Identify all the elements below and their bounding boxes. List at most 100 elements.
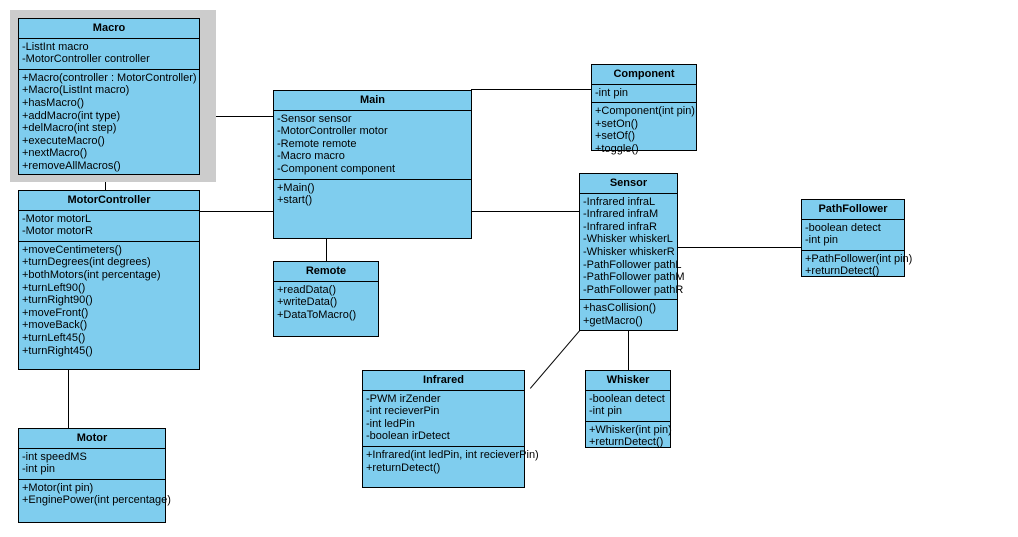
association-motorcontroller-main: [200, 211, 274, 212]
class-methods-pathfollower: +PathFollower(int pin) +returnDetect(): [802, 251, 912, 281]
method-row: +setOf(): [595, 130, 636, 143]
class-title-main: Main: [274, 91, 471, 111]
class-box-pathfollower[interactable]: PathFollower -boolean detect -int pin +P…: [801, 199, 912, 277]
attribute-row: -Macro macro: [277, 150, 345, 163]
attribute-row: -int pin: [589, 405, 623, 418]
attribute-row: -int pin: [805, 234, 839, 247]
method-row: +DataToMacro(): [277, 308, 357, 321]
method-row: +executeMacro(): [22, 134, 105, 147]
attribute-row: -Component component: [277, 162, 396, 175]
class-box-motor[interactable]: Motor -int speedMS -int pin +Motor(int p…: [18, 428, 171, 523]
association-sensor-whisker: [628, 331, 629, 370]
attribute-row: -boolean irDetect: [366, 430, 450, 443]
method-row-static: +Main(): [274, 182, 318, 195]
method-row: +Motor(int pin): [22, 481, 94, 494]
class-title-infrared: Infrared: [363, 371, 524, 391]
class-title-component: Component: [592, 65, 696, 85]
class-box-main[interactable]: Main -Sensor sensor -MotorController mot…: [273, 90, 472, 239]
method-row: +turnRight45(): [22, 344, 93, 357]
association-motorcontroller-motor: [68, 370, 69, 428]
class-box-sensor[interactable]: Sensor -Infrared infraL -Infrared infraM…: [579, 173, 685, 331]
method-row: +turnLeft45(): [22, 331, 86, 344]
class-box-macro[interactable]: Macro -ListInt macro -MotorController co…: [18, 18, 200, 175]
class-methods-remote: +readData() +writeData() +DataToMacro(): [274, 282, 378, 325]
class-title-sensor: Sensor: [580, 174, 677, 194]
method-row: +writeData(): [277, 296, 338, 309]
attribute-row: -Motor motorR: [22, 225, 93, 238]
method-row: +returnDetect(): [589, 436, 664, 449]
attribute-row: -Remote remote: [277, 137, 357, 150]
method-row: +hasMacro(): [22, 96, 85, 109]
attribute-row: -Infrared infraL: [583, 195, 656, 208]
association-sensor-pathfollower: [677, 247, 801, 248]
class-attributes-sensor: -Infrared infraL -Infrared infraM -Infra…: [580, 194, 685, 301]
class-attributes-motor: -int speedMS -int pin: [19, 449, 165, 480]
association-main-remote: [326, 239, 327, 261]
class-box-whisker[interactable]: Whisker -boolean detect -int pin +Whiske…: [585, 370, 672, 449]
class-attributes-component: -int pin: [592, 85, 696, 104]
attribute-row: -int ledPin: [366, 417, 415, 430]
method-row: +returnDetect(): [366, 461, 441, 474]
class-title-motor: Motor: [19, 429, 165, 449]
method-label: +Main(): [277, 181, 315, 194]
attribute-row: -int pin: [595, 86, 629, 99]
class-title-whisker: Whisker: [586, 371, 670, 391]
attribute-row: -int speedMS: [22, 450, 87, 463]
method-row: +delMacro(int step): [22, 122, 117, 135]
method-row: +setOn(): [595, 117, 639, 130]
attribute-row: -int recieverPin: [366, 405, 440, 418]
method-row: +Infrared(int ledPin, int recieverPin): [366, 448, 539, 461]
class-methods-sensor: +hasCollision() +getMacro(): [580, 300, 677, 330]
class-attributes-main: -Sensor sensor -MotorController motor -R…: [274, 111, 471, 180]
association-sensor-infrared: [530, 330, 580, 389]
method-row: +nextMacro(): [22, 147, 88, 160]
attribute-row: -ListInt macro: [22, 40, 89, 53]
class-attributes-pathfollower: -boolean detect -int pin: [802, 220, 904, 251]
class-attributes-macro: -ListInt macro -MotorController controll…: [19, 39, 199, 70]
method-row: +addMacro(int type): [22, 109, 121, 122]
attribute-row: -Motor motorL: [22, 212, 92, 225]
attribute-row: -Whisker whiskerL: [583, 233, 673, 246]
attribute-row: -Infrared infraR: [583, 220, 657, 233]
association-main-sensor: [471, 211, 579, 212]
method-row: +bothMotors(int percentage): [22, 268, 161, 281]
method-row: +Component(int pin): [595, 105, 695, 118]
class-title-pathfollower: PathFollower: [802, 200, 904, 220]
class-title-remote: Remote: [274, 262, 378, 282]
class-attributes-infrared: -PWM irZender -int recieverPin -int ledP…: [363, 391, 524, 447]
class-methods-main: +Main() +start(): [274, 180, 471, 210]
method-row: +moveCentimeters(): [22, 243, 122, 256]
class-title-motorcontroller: MotorController: [19, 191, 199, 211]
method-row: +returnDetect(): [805, 265, 880, 278]
class-box-motorcontroller[interactable]: MotorController -Motor motorL -Motor mot…: [18, 190, 200, 370]
attribute-row: -PathFollower pathL: [583, 258, 682, 271]
attribute-row: -int pin: [22, 463, 56, 476]
method-row: +readData(): [277, 283, 337, 296]
association-main-component: [471, 89, 591, 90]
attribute-row: -boolean detect: [589, 392, 665, 405]
attribute-row: -Sensor sensor: [277, 112, 352, 125]
association-macro-main: [188, 116, 274, 117]
class-methods-motorcontroller: +moveCentimeters() +turnDegrees(int degr…: [19, 242, 199, 360]
method-row: +Whisker(int pin): [589, 423, 672, 436]
class-box-component[interactable]: Component -int pin +Component(int pin) +…: [591, 64, 697, 155]
attribute-row: -MotorController controller: [22, 53, 150, 66]
method-row: +moveFront(): [22, 306, 89, 319]
method-row: +Macro(ListInt macro): [22, 84, 130, 97]
attribute-row: -PWM irZender: [366, 392, 441, 405]
method-row: +hasCollision(): [583, 302, 657, 315]
method-row: +toggle(): [595, 142, 639, 155]
attribute-row: -boolean detect: [805, 221, 881, 234]
method-row: +turnDegrees(int degrees): [22, 256, 151, 269]
method-row: +moveBack(): [22, 319, 88, 332]
class-box-infrared[interactable]: Infrared -PWM irZender -int recieverPin …: [362, 370, 539, 488]
class-methods-motor: +Motor(int pin) +EnginePower(int percent…: [19, 480, 171, 510]
method-row: +getMacro(): [583, 314, 643, 327]
class-title-macro: Macro: [19, 19, 199, 39]
class-attributes-whisker: -boolean detect -int pin: [586, 391, 670, 422]
attribute-row: -PathFollower pathR: [583, 283, 684, 296]
class-box-remote[interactable]: Remote +readData() +writeData() +DataToM…: [273, 261, 379, 337]
attribute-row: -Whisker whiskerR: [583, 245, 675, 258]
method-row: +removeAllMacros(): [22, 159, 121, 172]
